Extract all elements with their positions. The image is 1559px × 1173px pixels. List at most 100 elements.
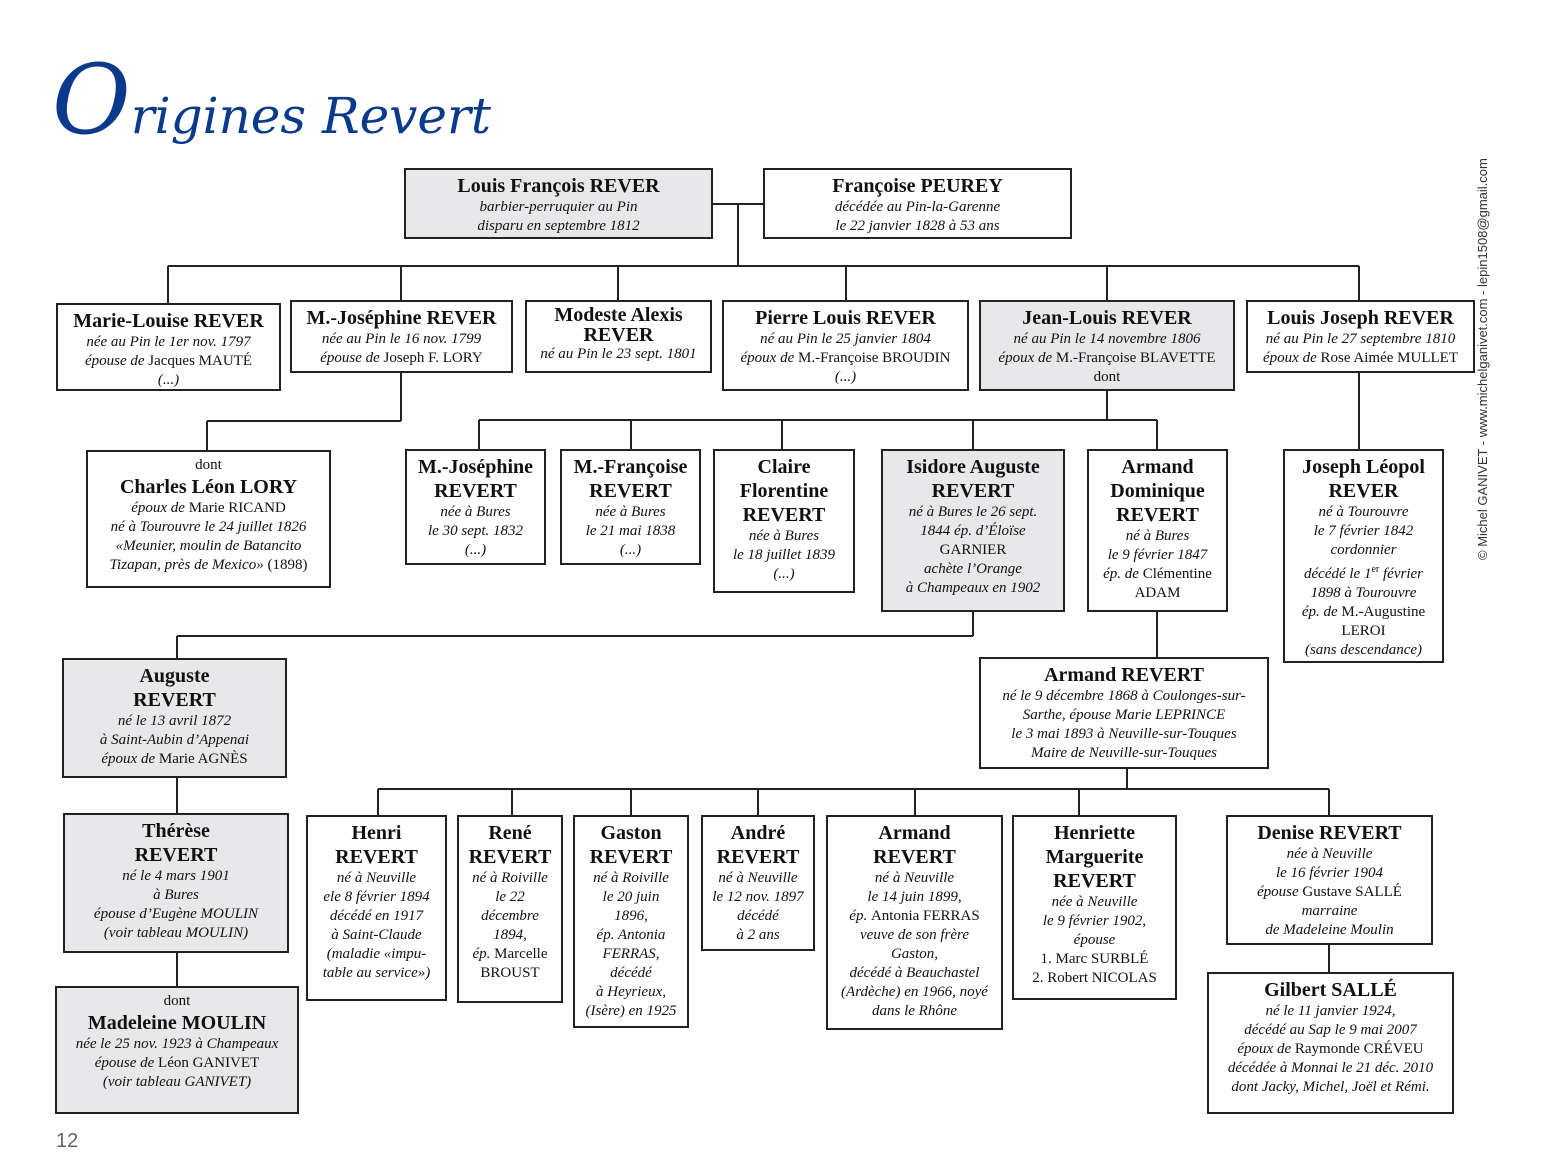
person-detail: dont Jacky, Michel, Joël et Rémi. (1231, 1079, 1430, 1095)
person-detail: barbier-perruquier au Pin (479, 199, 638, 215)
person-box-charles-leon-lory: dont Charles Léon LORY époux de Marie RI… (86, 450, 331, 588)
person-detail: née au Pin le 1er nov. 1797 (86, 334, 251, 350)
person-detail: FERRAS, (602, 946, 660, 962)
person-detail: Jacques MAUTÉ (148, 353, 253, 369)
person-detail: le 7 février 1842 (1313, 523, 1414, 539)
person-detail: épouse de (94, 1055, 159, 1071)
person-name: Dominique (1110, 480, 1205, 502)
person-detail: le 9 février 1902, (1042, 913, 1147, 929)
person-box-gilbert-salle: Gilbert SALLÉ né le 11 janvier 1924, déc… (1207, 972, 1454, 1114)
person-detail: époux de (740, 350, 798, 366)
person-detail: le 18 juillet 1839 (732, 547, 836, 563)
person-box-m-francoise-revert: M.-Françoise REVERT née à Bures le 21 ma… (560, 449, 701, 565)
person-detail: «Meunier, moulin de Batancito (115, 538, 302, 554)
person-name: Françoise PEUREY (832, 175, 1003, 197)
person-detail: à 2 ans (736, 927, 780, 943)
person-name: Claire (757, 456, 811, 478)
person-detail: Clémentine (1142, 566, 1212, 582)
person-box-pierre-louis: Pierre Louis REVER né au Pin le 25 janvi… (722, 300, 969, 391)
person-box-louis-francois: Louis François REVER barbier-perruquier … (404, 168, 713, 239)
person-detail: (Isère) en 1925 (585, 1003, 677, 1019)
person-detail: le 12 nov. 1897 (712, 889, 804, 905)
page-number: 12 (56, 1130, 79, 1152)
person-detail: épouse d’Eugène MOULIN (93, 906, 259, 922)
person-box-armand-dominique: Armand Dominique REVERT né à Bures le 9 … (1087, 449, 1228, 612)
person-name: Modeste Alexis (554, 304, 683, 326)
person-detail: ép. de (1103, 566, 1143, 582)
person-detail: dans le Rhône (872, 1003, 957, 1019)
person-detail: 1894, (493, 927, 527, 943)
person-detail: Marie RICAND (188, 500, 286, 516)
person-detail: né à Neuville (874, 870, 955, 886)
person-detail: décédé le 1 (1304, 566, 1372, 582)
person-detail: (...) (619, 542, 642, 558)
person-detail: er (1371, 564, 1380, 575)
person-name: REVERT (873, 846, 956, 868)
person-detail: né le 4 mars 1901 (122, 868, 230, 884)
person-detail: (sans descendance) (1304, 642, 1423, 658)
person-box-isidore-auguste: Isidore Auguste REVERT né à Bures le 26 … (881, 449, 1065, 612)
person-box-m-josephine-revert: M.-Joséphine REVERT née à Bures le 30 se… (405, 449, 546, 565)
person-name: Henri (351, 822, 402, 844)
person-name: Louis Joseph REVER (1267, 307, 1454, 329)
person-detail: à Saint-Claude (331, 927, 422, 943)
person-detail: né à Tourouvre (1318, 504, 1409, 520)
person-box-claire-florentine: Claire Florentine REVERT née à Bures le … (713, 449, 855, 593)
person-detail: décédée au Pin-la-Garenne (834, 199, 1001, 215)
person-box-andre: André REVERT né à Neuville le 12 nov. 18… (701, 815, 815, 951)
person-name: Gaston (600, 822, 662, 844)
person-detail: ADAM (1134, 585, 1181, 601)
person-detail: de Madeleine Moulin (1265, 922, 1394, 938)
person-detail: née à Bures (748, 528, 820, 544)
person-detail: M.-Françoise BROUDIN (798, 350, 951, 366)
person-name: Jean-Louis REVER (1022, 307, 1192, 329)
person-name: Madeleine MOULIN (87, 1012, 267, 1034)
person-name: Thérèse (142, 820, 210, 842)
person-detail: ép. de (1301, 604, 1342, 620)
person-detail: décembre (481, 908, 539, 924)
person-box-modeste-alexis: Modeste Alexis REVER né au Pin le 23 sep… (525, 300, 712, 373)
person-box-denise: Denise REVERT née à Neuville le 16 févri… (1226, 815, 1433, 945)
person-box-louis-joseph: Louis Joseph REVER né au Pin le 27 septe… (1246, 300, 1475, 373)
person-detail: GARNIER (939, 542, 1007, 558)
person-detail: à Champeaux en 1902 (905, 580, 1041, 596)
person-detail: le 22 janvier 1828 à 53 ans (835, 218, 1000, 234)
person-detail: né au Pin le 25 janvier 1804 (760, 331, 931, 347)
person-detail: né le 9 décembre 1868 à Coulonges-sur- (1002, 688, 1246, 704)
person-name: REVERT (335, 846, 418, 868)
person-name: REVERT (434, 480, 517, 502)
person-name: Isidore Auguste (906, 456, 1040, 478)
person-detail: Gustave SALLÉ (1302, 884, 1402, 900)
person-detail: née à Bures (595, 504, 666, 520)
person-detail: décédé au Sap le 9 mai 2007 (1244, 1022, 1417, 1038)
person-detail: époux de (1263, 350, 1321, 366)
person-detail: né au Pin le 14 novembre 1806 (1013, 331, 1201, 347)
person-detail: dont (1093, 369, 1121, 385)
person-detail: BROUST (480, 965, 540, 981)
person-name: REVERT (931, 480, 1015, 502)
person-detail: née à Bures (440, 504, 511, 520)
person-detail: (voir tableau MOULIN) (103, 925, 249, 941)
person-box-armand-1899: Armand REVERT né à Neuville le 14 juin 1… (826, 815, 1003, 1030)
person-name: REVERT (1053, 870, 1136, 892)
person-name: Auguste (139, 665, 210, 687)
person-box-therese: Thérèse REVERT né le 4 mars 1901 à Bures… (63, 813, 289, 953)
person-detail: ele 8 février 1894 (323, 889, 430, 905)
person-detail: (voir tableau GANIVET) (102, 1074, 252, 1090)
person-detail: Tizapan, près de Mexico» (109, 557, 268, 573)
person-detail: le 14 juin 1899, (867, 889, 962, 905)
person-detail: époux de (131, 500, 189, 516)
person-name: Pierre Louis REVER (755, 307, 936, 329)
person-detail: née le 25 nov. 1923 à Champeaux (75, 1036, 279, 1052)
person-detail: le 3 mai 1893 à Neuville-sur-Touques (1011, 726, 1237, 742)
person-name: REVERT (589, 480, 672, 502)
person-detail: veuve de son frère (860, 927, 969, 943)
title-initial: O (52, 44, 131, 156)
person-name: REVERT (589, 846, 673, 868)
person-detail: LEROI (1341, 623, 1386, 639)
person-name: REVERT (134, 844, 218, 866)
person-detail: né au Pin le 23 sept. 1801 (540, 346, 697, 362)
person-detail: épouse (1257, 884, 1303, 900)
person-name: REVERT (468, 846, 552, 868)
